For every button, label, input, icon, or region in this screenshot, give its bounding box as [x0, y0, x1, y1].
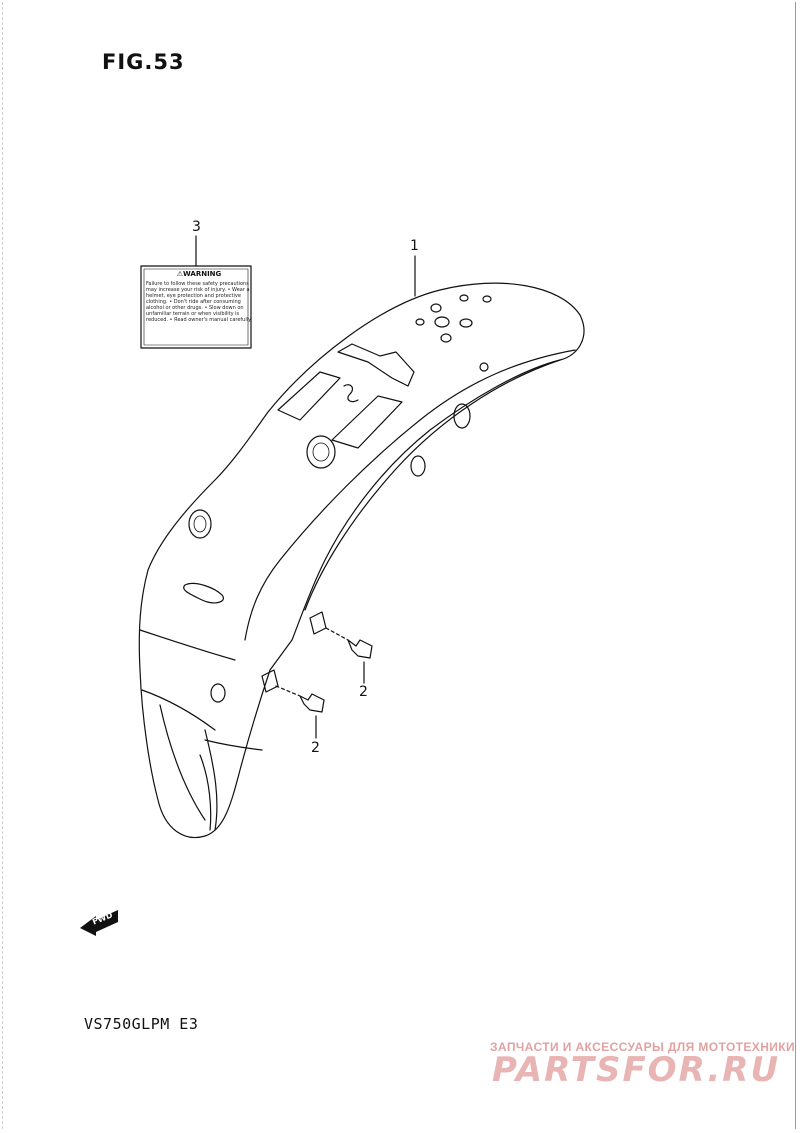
fender-slot: [183, 582, 224, 604]
top-hole-2: [459, 294, 469, 302]
callout-1: 1: [410, 238, 419, 254]
top-hole-3: [482, 295, 492, 303]
warning-label-inner: [143, 268, 249, 346]
fender-inner-crease: [199, 739, 263, 831]
top-hole-1: [430, 303, 442, 313]
top-hole-4: [415, 318, 425, 326]
fender-hole-3: [210, 683, 226, 703]
warning-label-heading: ⚠WARNING: [176, 270, 222, 278]
fender-grommet-2: [306, 435, 336, 469]
top-hole-8: [479, 362, 489, 372]
bolt-upper: [347, 639, 373, 659]
fender-front-section: [139, 629, 236, 831]
rear-fender-outline: [138, 282, 585, 838]
fender-hole-2: [453, 403, 471, 429]
fender-top-opening-right: [331, 395, 403, 449]
top-hole-7: [440, 333, 452, 343]
model-code: VS750GLPM E3: [84, 1015, 199, 1033]
top-hole-5: [434, 316, 450, 328]
watermark-tagline: ЗАПЧАСТИ И АКСЕССУАРЫ ДЛЯ МОТОТЕХНИКИ: [490, 1040, 796, 1054]
fender-s-mark: [343, 384, 359, 403]
fender-grommet-1-inner: [193, 515, 207, 533]
callout-3: 3: [192, 219, 201, 235]
bolt-lower: [299, 693, 325, 713]
mounting-tab-upper: [309, 611, 327, 635]
fender-grommet-2-inner: [312, 442, 330, 462]
fender-grommet-1: [188, 509, 212, 539]
callout-2b: 2: [311, 740, 320, 756]
top-hole-6: [459, 318, 473, 328]
warning-label-text: Failure to follow these safety precautio…: [146, 281, 252, 323]
fender-hole-1: [410, 455, 426, 477]
figure-title: FIG.53: [102, 50, 185, 74]
fwd-arrow-icon: [80, 910, 118, 936]
fender-top-edge: [244, 349, 576, 641]
callout-2a: 2: [359, 684, 368, 700]
bolt-axis-upper: [325, 627, 349, 641]
bolt-axis-lower: [275, 685, 301, 697]
watermark-logo: PARTSFOR.RU: [492, 1050, 781, 1090]
fender-top-opening-left: [277, 371, 341, 421]
mounting-tab-lower: [261, 669, 279, 693]
fender-bracket: [337, 343, 415, 387]
fender-side-curve: [304, 359, 561, 611]
